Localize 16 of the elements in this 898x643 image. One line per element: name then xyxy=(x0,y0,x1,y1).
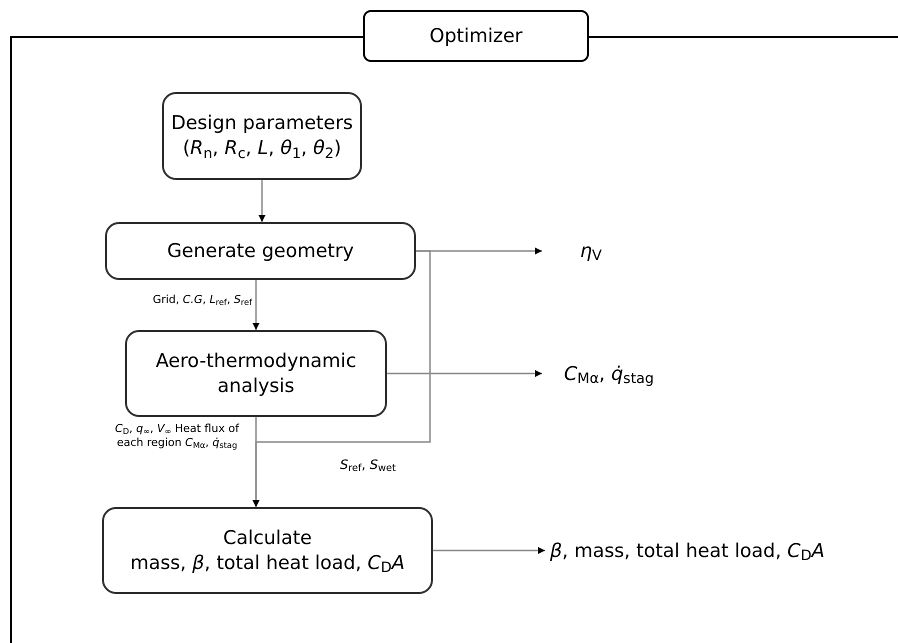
edge-label: C$_{D}$, q$_{∞}$, V$_{∞}$ Heat flux of each region C$_{Mα}$, q̇$_{stag}$ xyxy=(114,422,240,450)
output-text: β, mass, total heat load, C$_{D}$A xyxy=(545,533,875,569)
frame-title: Optimizer xyxy=(363,10,589,62)
output-text: C$_{Mα}$, q̇$_{stag}$ xyxy=(542,356,692,392)
process-box: Aero-thermodynamic analysis xyxy=(125,330,387,417)
process-box: Design parameters (R$_{n}$, R$_{c}$, L, θ$_{1}$, θ$_{2}$) xyxy=(162,92,362,180)
arrow xyxy=(433,547,545,554)
process-box: Calculate mass, β, total heat load, C$_{D}$A xyxy=(102,507,433,594)
process-box: Generate geometry xyxy=(105,222,416,280)
arrow xyxy=(258,180,266,222)
output-text: η$_{V}$ xyxy=(542,234,632,268)
edge-label: S$_{ref}$, S$_{wet}$ xyxy=(340,457,397,476)
arrow xyxy=(387,370,542,377)
arrow xyxy=(252,280,260,330)
edge-label: Grid, C.G, L$_{ref}$, S$_{ref}$ xyxy=(152,292,252,308)
arrow xyxy=(252,250,431,507)
